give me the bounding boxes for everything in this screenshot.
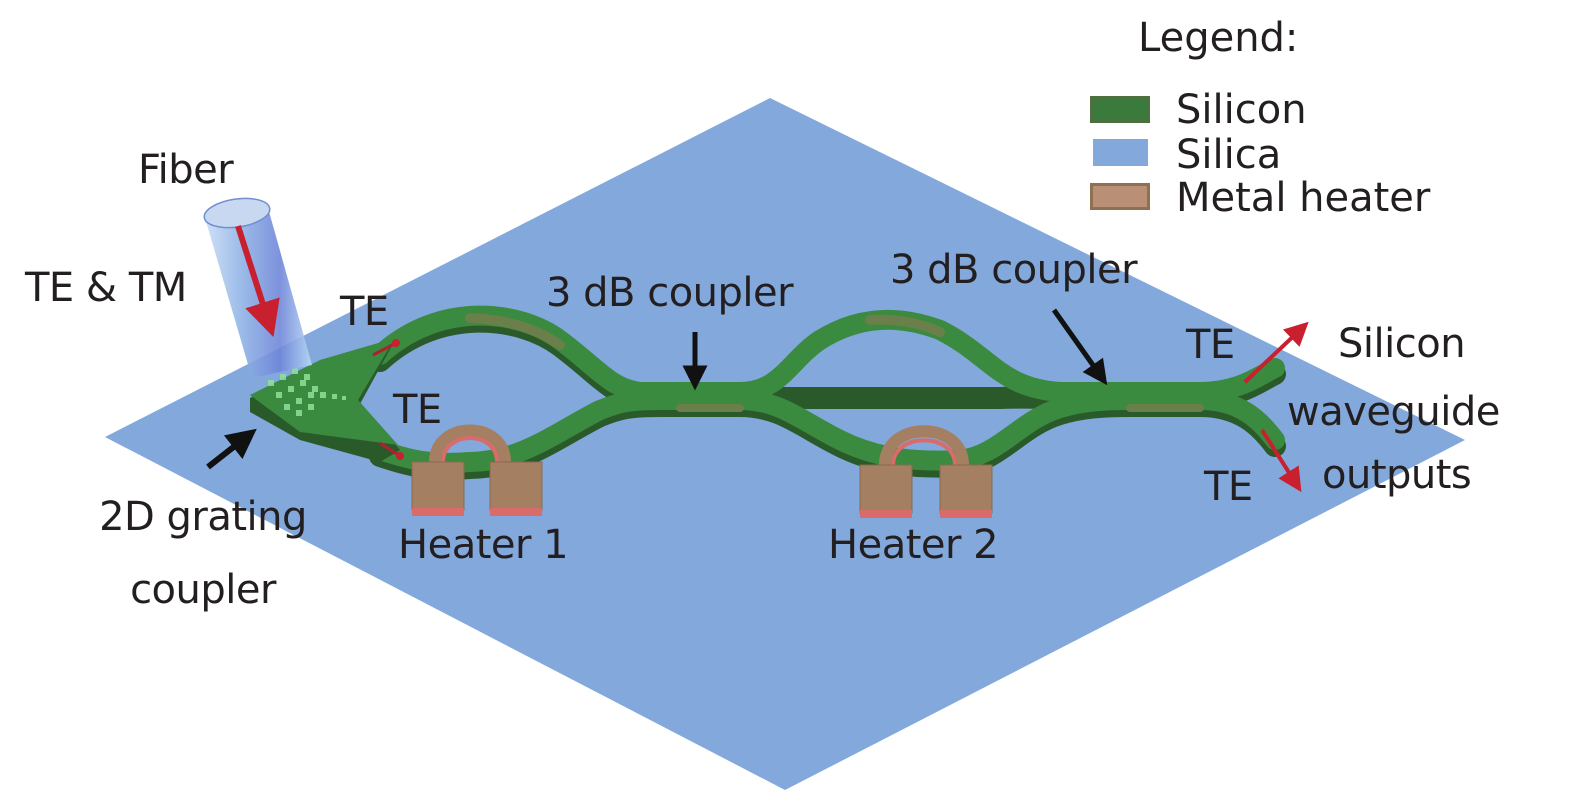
legend-label-silica: Silica <box>1176 132 1282 178</box>
legend-label-metal-heater: Metal heater <box>1176 175 1431 221</box>
input-modes-label: TE & TM <box>25 265 187 311</box>
heater-1 <box>411 424 543 516</box>
te-arrow-top-in <box>372 341 397 357</box>
te-top-output-label: TE <box>1186 322 1235 368</box>
coupler2-pointer-arrow <box>1051 308 1108 386</box>
fiber-label: Fiber <box>138 147 234 193</box>
outputs-label-line1: Silicon <box>1338 321 1466 367</box>
silicon-waveguide-network <box>369 305 1286 480</box>
legend-title: Legend: <box>1138 15 1299 61</box>
te-bottom-input-label: TE <box>393 387 442 433</box>
optical-fiber <box>203 197 312 378</box>
output-arrow-bottom <box>1260 428 1302 493</box>
metal-heater-swatch <box>1090 183 1150 210</box>
heater-2-label: Heater 2 <box>828 522 999 568</box>
silica-swatch <box>1093 139 1148 166</box>
output-arrow-top <box>1243 321 1309 384</box>
input-light-arrow <box>235 225 280 338</box>
outputs-label-line2: waveguide <box>1287 389 1500 435</box>
coupler-1-label: 3 dB coupler <box>546 270 794 316</box>
grating-coupler-label-line2: coupler <box>130 567 276 613</box>
coupler-2-label: 3 dB coupler <box>890 247 1138 293</box>
heater-1-label: Heater 1 <box>398 522 569 568</box>
silicon-swatch <box>1090 96 1150 123</box>
legend-label-silicon: Silicon <box>1176 87 1307 133</box>
grating-coupler <box>250 338 400 462</box>
te-bottom-output-label: TE <box>1204 464 1253 510</box>
outputs-label-line3: outputs <box>1322 452 1472 498</box>
heater-2 <box>859 425 993 518</box>
te-top-input-label: TE <box>340 289 389 335</box>
silica-substrate <box>105 98 1465 790</box>
grating-coupler-label-line1: 2D grating <box>99 494 307 540</box>
grating-pointer-arrow <box>206 428 257 470</box>
waveguide-lower <box>370 390 1285 473</box>
